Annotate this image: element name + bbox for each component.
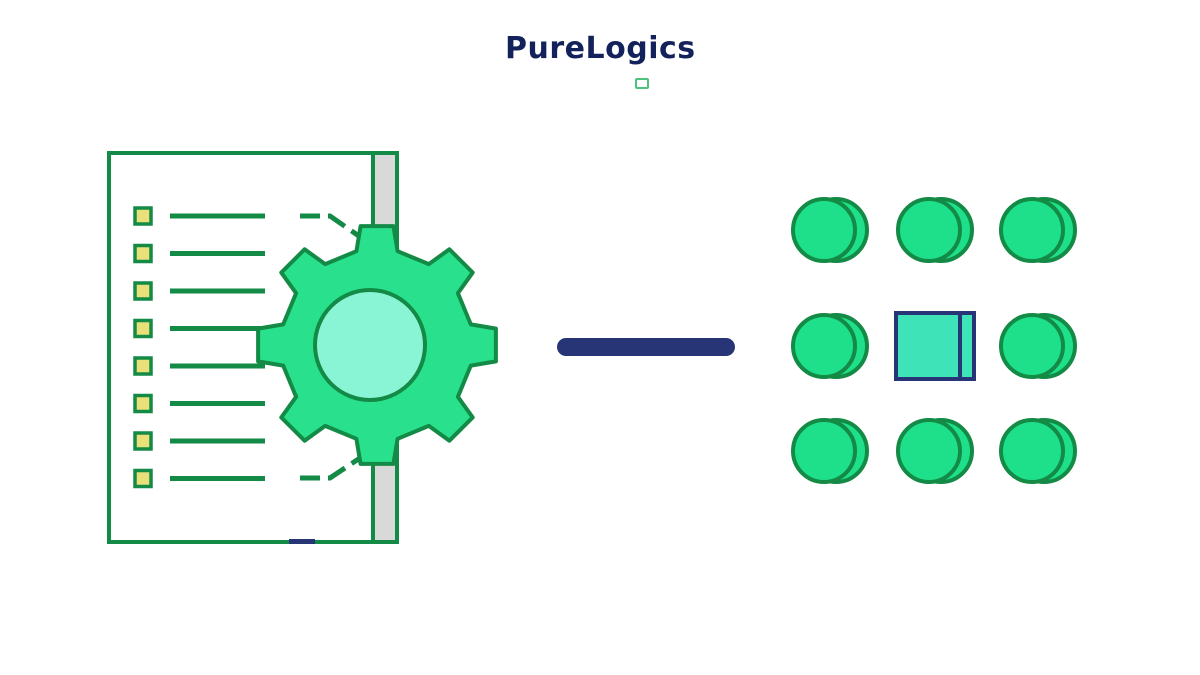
checklist-item: [133, 468, 265, 489]
gear-center: [313, 288, 427, 402]
checklist-items: [133, 206, 265, 489]
brand-logo: PureLogics: [505, 30, 705, 89]
checklist-item: [133, 281, 265, 301]
checklist-bullet: [133, 318, 153, 339]
gear-icon: [256, 224, 498, 466]
checklist-item: [133, 431, 265, 451]
node-grid-icon: [791, 197, 1077, 484]
checklist-bullet: [133, 356, 153, 376]
checklist-item: [133, 393, 265, 414]
node-circle: [791, 418, 869, 484]
checklist-bullet: [133, 393, 153, 414]
brand-name: PureLogics: [505, 31, 696, 66]
checklist-bullet: [133, 431, 153, 451]
node-circle: [896, 197, 974, 263]
checklist-bullet: [133, 243, 153, 264]
square-node-body: [894, 311, 976, 381]
brand-logo-mark: [635, 78, 649, 89]
node-circle: [999, 313, 1077, 379]
checklist-bullet: [133, 281, 153, 301]
node-circle: [791, 313, 869, 379]
node-circle: [896, 418, 974, 484]
document-bottom-tab: [289, 539, 315, 544]
checklist-bullet: [133, 468, 153, 489]
checklist-bullet: [133, 206, 153, 226]
square-node-icon: [894, 311, 976, 381]
node-circle: [999, 197, 1077, 263]
checklist-item: [133, 318, 265, 339]
node-circle: [999, 418, 1077, 484]
node-circle: [791, 197, 869, 263]
checklist-item: [133, 243, 265, 264]
checklist-item: [133, 356, 265, 376]
checklist-item: [133, 206, 265, 226]
